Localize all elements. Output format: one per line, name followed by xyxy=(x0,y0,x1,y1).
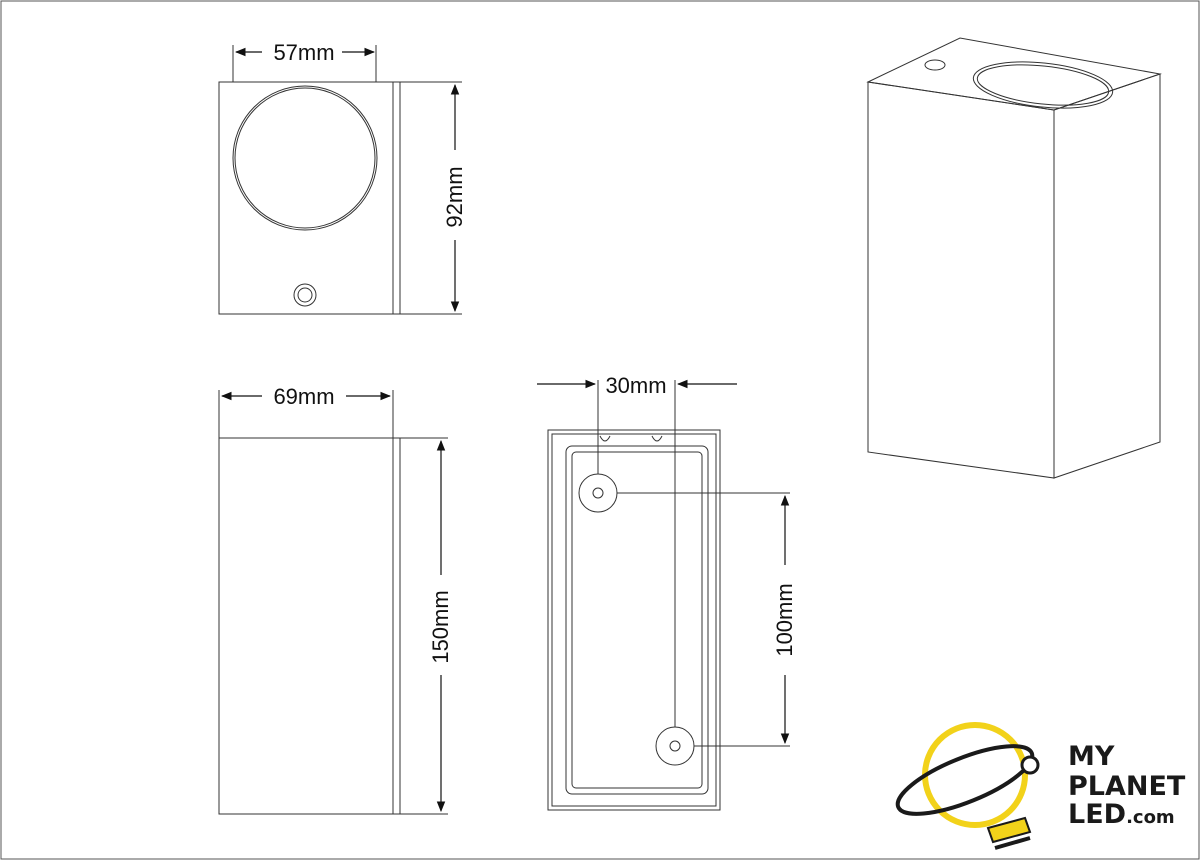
side-body xyxy=(218,437,394,815)
logo-line-3: LED.com xyxy=(1068,799,1175,830)
logo-line-1: MY xyxy=(1068,741,1115,772)
mount-hole-bottom xyxy=(655,726,695,766)
back-view xyxy=(547,380,790,811)
iso-screw xyxy=(924,59,946,71)
isometric-view xyxy=(866,37,1162,479)
iso-lens xyxy=(972,61,1114,109)
iso-front-face xyxy=(867,81,1055,479)
mount-hole-top xyxy=(578,473,618,513)
logo-line-2: PLANET xyxy=(1068,771,1186,802)
dim-label-92: 92mm xyxy=(442,166,467,227)
front-view xyxy=(218,45,401,315)
iso-side-face xyxy=(1053,73,1161,479)
front-screw xyxy=(293,283,317,307)
dim-label-57: 57mm xyxy=(273,40,334,65)
front-body xyxy=(218,81,394,315)
dim-label-150: 150mm xyxy=(428,590,453,663)
dim-label-100: 100mm xyxy=(772,583,797,656)
front-lens xyxy=(232,85,378,231)
back-recess xyxy=(565,445,709,795)
logo-line-3-suffix: .com xyxy=(1126,807,1175,828)
bulb-planet-icon xyxy=(895,722,1040,850)
logo-line-3-main: LED xyxy=(1068,799,1126,830)
back-outer xyxy=(547,429,721,811)
dim-label-30: 30mm xyxy=(605,373,666,398)
side-view xyxy=(218,390,401,815)
brand-logo: MY PLANET LED.com xyxy=(895,722,1186,850)
dim-label-69: 69mm xyxy=(273,384,334,409)
